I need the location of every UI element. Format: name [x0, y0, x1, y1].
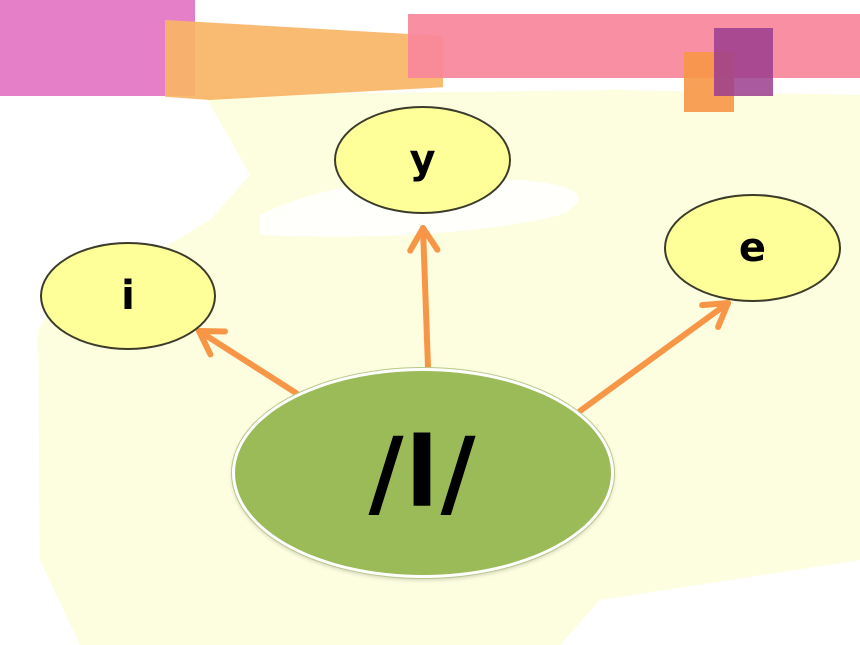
- node-y: y: [334, 106, 511, 214]
- banner-purple-square: [714, 28, 773, 96]
- node-e: e: [664, 194, 841, 302]
- node-i: i: [40, 242, 216, 350]
- arrow-to-i: [196, 328, 299, 396]
- arrow-to-y: [407, 225, 441, 370]
- center-node-l: /l/: [232, 368, 614, 578]
- banner-magenta-block: [0, 0, 195, 96]
- arrow-to-e: [577, 300, 731, 414]
- banner-pink-strip: [408, 14, 860, 78]
